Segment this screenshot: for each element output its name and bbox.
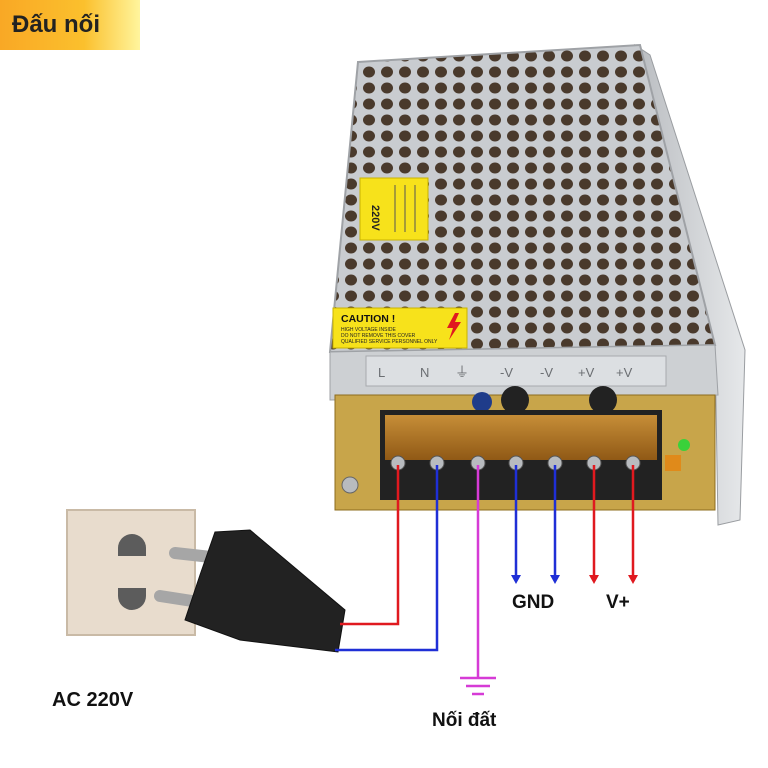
terminal-mark-neg1: -V (500, 365, 513, 380)
caution-line-1: HIGH VOLTAGE INSIDE (341, 327, 396, 333)
caution-title: CAUTION ! (341, 313, 395, 325)
arrow-down-icon (550, 575, 560, 584)
socket-hole-top (118, 534, 146, 556)
capacitor (589, 386, 617, 414)
page-title: Đấu nối (0, 0, 140, 50)
gnd-label: GND (512, 592, 555, 613)
arrow-down-icon (511, 575, 521, 584)
capacitor (501, 386, 529, 414)
terminal-mark-pos1: +V (578, 365, 595, 380)
ac-voltage-label: AC 220V (52, 689, 134, 711)
terminal-mark-l: L (378, 365, 385, 380)
power-plug-icon (154, 529, 346, 653)
vplus-label: V+ (606, 592, 630, 613)
terminal-mark-neg2: -V (540, 365, 553, 380)
caution-line-3: QUALIFIED SERVICE PERSONNEL ONLY (341, 339, 438, 345)
terminal-mark-n: N (420, 365, 429, 380)
output-negative-wires (511, 465, 560, 584)
terminal-screws (390, 455, 641, 471)
capacitor (472, 392, 492, 412)
high-voltage-icon (447, 313, 461, 340)
earth-label: Nối đất (432, 710, 497, 731)
output-positive-wires (589, 465, 638, 584)
voltage-selector-sticker: 220V (359, 177, 429, 241)
socket-hole-bottom (118, 588, 146, 610)
power-supply-unit: L N ⏚ -V -V +V +V 220 (328, 43, 746, 526)
trimmer-potentiometer (665, 455, 681, 471)
voltage-label: 220V (369, 205, 381, 231)
ground-symbol-icon (460, 676, 496, 696)
live-wire (340, 465, 400, 626)
caution-sticker: CAUTION ! HIGH VOLTAGE INSIDE DO NOT REM… (332, 307, 468, 349)
arrow-down-icon (628, 575, 638, 584)
wall-socket (66, 509, 196, 636)
caution-line-2: DO NOT REMOVE THIS COVER (341, 333, 416, 339)
terminal-mark-earth: ⏚ (455, 364, 469, 380)
neutral-wire (335, 465, 439, 652)
terminal-mark-pos2: +V (616, 365, 633, 380)
terminal-cover (385, 415, 657, 460)
led-indicator (678, 439, 690, 451)
terminal-label-strip: L N ⏚ -V -V +V +V (365, 355, 667, 387)
mounting-screw (341, 476, 359, 494)
arrow-down-icon (589, 575, 599, 584)
